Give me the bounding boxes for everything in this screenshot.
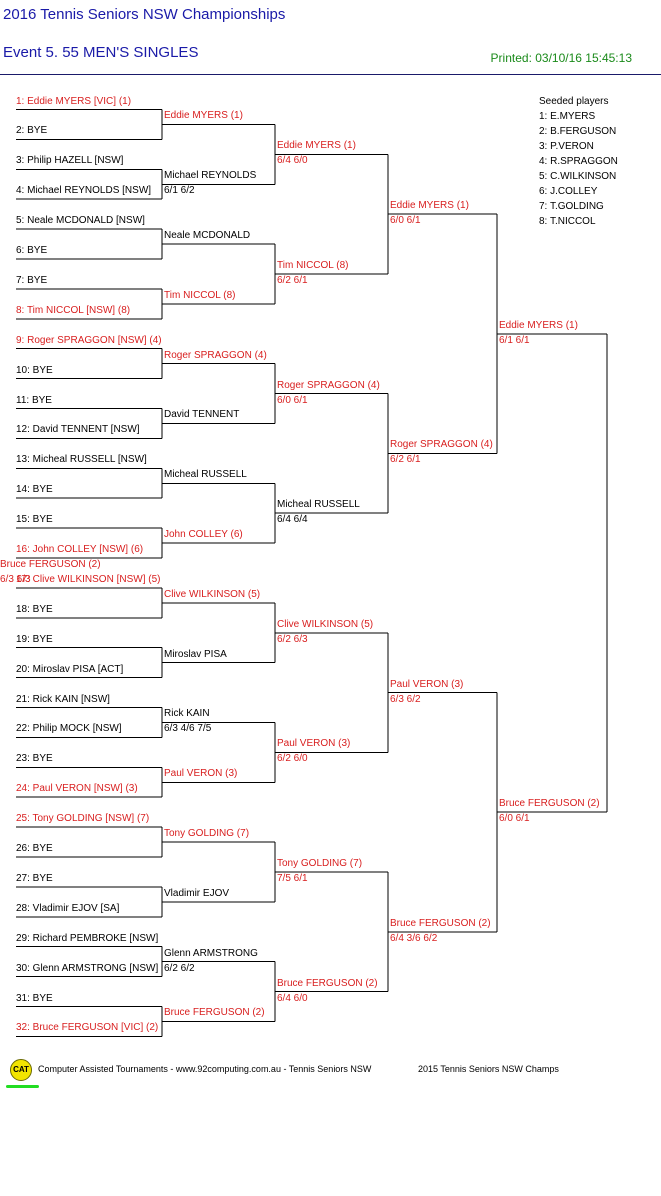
match-score: 6/1 6/1 <box>499 334 530 346</box>
round-winner: Clive WILKINSON (5) <box>164 588 261 600</box>
match-score: 6/2 6/3 <box>277 633 308 645</box>
draw-entry: 9: Roger SPRAGGON [NSW] (4) <box>16 334 162 346</box>
round-winner: Paul VERON (3) <box>164 768 238 780</box>
seeded-player: 1: E.MYERS <box>539 111 596 122</box>
seeded-players-title: Seeded players <box>539 96 609 107</box>
round-winner: Bruce FERGUSON (2) <box>277 977 378 989</box>
event-title: Event 5. 55 MEN'S SINGLES <box>3 44 199 61</box>
draw-entry: 11: BYE <box>16 394 52 406</box>
round-winner: Micheal RUSSELL <box>164 469 247 481</box>
draw-entry: 1: Eddie MYERS [VIC] (1) <box>16 95 132 107</box>
match-score: 6/1 6/2 <box>164 185 195 197</box>
round-winner: Eddie MYERS (1) <box>499 319 578 331</box>
header-divider <box>0 74 661 75</box>
match-score: 6/2 6/0 <box>277 753 308 765</box>
draw-entry: 32: Bruce FERGUSON [VIC] (2) <box>16 1022 159 1034</box>
round-winner: Roger SPRAGGON (4) <box>164 349 267 361</box>
draw-entry: 19: BYE <box>16 633 53 645</box>
draw-entry: 28: Vladimir EJOV [SA] <box>16 902 120 914</box>
draw-entry: 25: Tony GOLDING [NSW] (7) <box>16 813 150 825</box>
round-winner: Clive WILKINSON (5) <box>277 618 374 630</box>
round-winner: Neale MCDONALD <box>164 230 251 242</box>
round-winner: John COLLEY (6) <box>164 529 243 541</box>
draw-entry: 6: BYE <box>16 245 48 256</box>
draw-entry: 18: BYE <box>16 603 53 615</box>
cat-logo-icon: CAT <box>10 1059 32 1081</box>
match-score: 6/4 3/6 6/2 <box>390 932 438 944</box>
draw-entry: 27: BYE <box>16 872 53 884</box>
round-winner: Bruce FERGUSON (2) <box>0 558 101 570</box>
seeded-player: 3: P.VERON <box>539 141 594 152</box>
round-winner: Paul VERON (3) <box>277 738 351 750</box>
match-score: 6/3 6/3 <box>0 573 31 585</box>
page-title: 2016 Tennis Seniors NSW Championships <box>3 6 286 23</box>
seeded-player: 6: J.COLLEY <box>539 186 598 197</box>
draw-entry: 16: John COLLEY [NSW] (6) <box>16 544 144 555</box>
footer-event-name: 2015 Tennis Seniors NSW Champs <box>418 1064 559 1074</box>
draw-entry: 7: BYE <box>16 274 48 286</box>
match-score: 6/4 6/0 <box>277 155 308 167</box>
match-score: 7/5 6/1 <box>277 872 308 884</box>
round-winner: Roger SPRAGGON (4) <box>390 439 493 451</box>
draw-entry: 22: Philip MOCK [NSW] <box>16 723 122 735</box>
draw-entry: 24: Paul VERON [NSW] (3) <box>16 783 138 795</box>
round-winner: Paul VERON (3) <box>390 678 464 690</box>
draw-entry: 30: Glenn ARMSTRONG [NSW] <box>16 962 159 974</box>
round-winner: Bruce FERGUSON (2) <box>390 917 491 929</box>
draw-entry: 26: BYE <box>16 843 53 854</box>
match-score: 6/2 6/2 <box>164 962 195 974</box>
seeded-player: 5: C.WILKINSON <box>539 171 617 182</box>
draw-entry: 4: Michael REYNOLDS [NSW] <box>16 185 152 197</box>
round-winner: Vladimir EJOV <box>164 887 230 899</box>
draw-entry: 31: BYE <box>16 992 53 1004</box>
round-winner: Tony GOLDING (7) <box>277 857 363 869</box>
round-winner: Eddie MYERS (1) <box>277 140 356 152</box>
round-winner: Bruce FERGUSON (2) <box>164 1007 265 1019</box>
seeded-player: 7: T.GOLDING <box>539 201 604 212</box>
match-score: 6/2 6/1 <box>390 454 421 466</box>
match-score: 6/3 6/2 <box>390 693 421 705</box>
match-score: 6/4 6/0 <box>277 992 308 1004</box>
round-winner: Rick KAIN <box>164 708 210 720</box>
seeded-player: 8: T.NICCOL <box>539 216 596 227</box>
round-winner: David TENNENT <box>164 409 240 421</box>
round-winner: Tim NICCOL (8) <box>277 259 349 271</box>
draw-entry: 5: Neale MCDONALD [NSW] <box>16 215 145 227</box>
round-winner: Bruce FERGUSON (2) <box>499 798 600 810</box>
draw-entry: 15: BYE <box>16 514 53 526</box>
draw-entry: 3: Philip HAZELL [NSW] <box>16 155 124 167</box>
round-winner: Michael REYNOLDS <box>164 170 257 182</box>
draw-entry: 23: BYE <box>16 753 53 765</box>
match-score: 6/4 6/4 <box>277 514 308 526</box>
round-winner: Roger SPRAGGON (4) <box>277 379 380 391</box>
draw-entry: 29: Richard PEMBROKE [NSW] <box>16 932 159 944</box>
draw-entry: 13: Micheal RUSSELL [NSW] <box>16 454 147 466</box>
match-score: 6/0 6/1 <box>277 394 308 406</box>
match-score: 6/0 6/1 <box>390 215 421 227</box>
draw-entry: 12: David TENNENT [NSW] <box>16 424 140 436</box>
round-winner: Tony GOLDING (7) <box>164 828 250 840</box>
round-winner: Miroslav PISA <box>164 648 227 660</box>
round-winner: Glenn ARMSTRONG <box>164 947 258 959</box>
round-winner: Eddie MYERS (1) <box>164 110 243 122</box>
draw-entry: 10: BYE <box>16 364 53 376</box>
round-winner: Eddie MYERS (1) <box>390 200 469 212</box>
cat-logo-underline <box>6 1085 39 1088</box>
match-score: 6/3 4/6 7/5 <box>164 723 212 735</box>
match-score: 6/0 6/1 <box>499 813 530 825</box>
round-winner: Micheal RUSSELL <box>277 499 360 511</box>
draw-entry: 2: BYE <box>16 125 48 137</box>
seeded-player: 4: R.SPRAGGON <box>539 156 618 167</box>
match-score: 6/2 6/1 <box>277 274 308 286</box>
draw-entry: 21: Rick KAIN [NSW] <box>16 693 110 705</box>
draw-entry: 17: Clive WILKINSON [NSW] (5) <box>16 573 161 585</box>
draw-entry: 20: Miroslav PISA [ACT] <box>16 663 124 675</box>
draw-entry: 8: Tim NICCOL [NSW] (8) <box>16 304 131 316</box>
footer-software[interactable]: Computer Assisted Tournaments - www.92co… <box>38 1064 372 1074</box>
round-winner: Tim NICCOL (8) <box>164 289 236 301</box>
seeded-player: 2: B.FERGUSON <box>539 126 617 137</box>
draw-entry: 14: BYE <box>16 484 53 496</box>
printed-timestamp: Printed: 03/10/16 15:45:13 <box>490 51 632 65</box>
